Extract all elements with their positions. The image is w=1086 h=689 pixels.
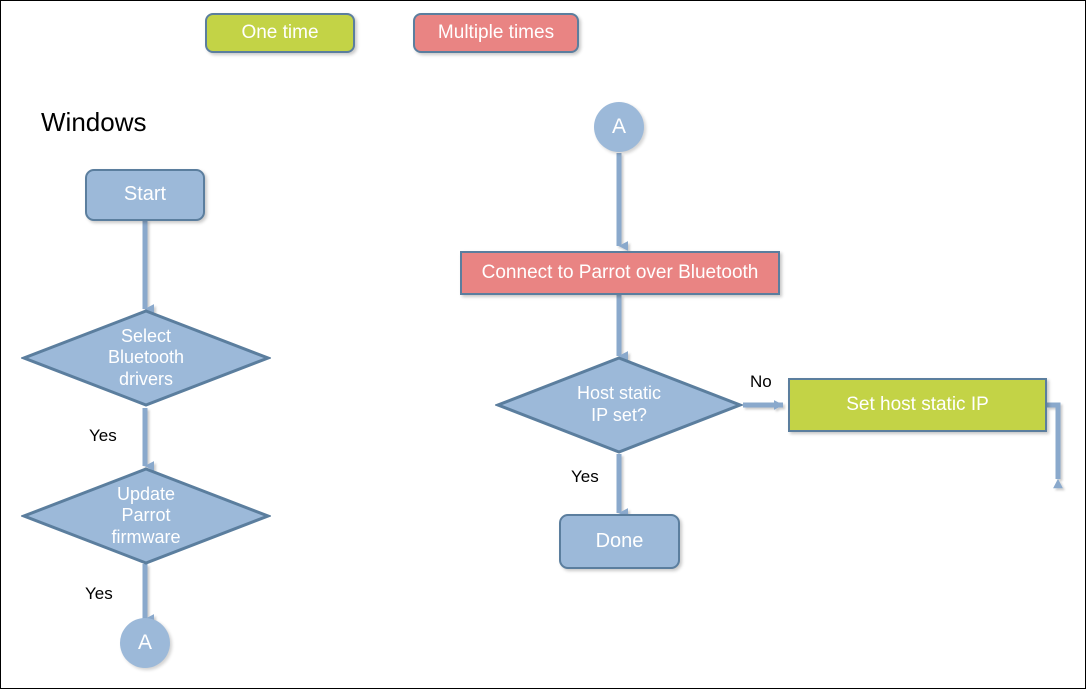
section-title-windows: Windows — [41, 107, 147, 137]
node-connector-a-top-label: A — [611, 114, 626, 138]
edge-label-update-firmware-yes: Yes — [85, 584, 113, 603]
legend-one-time[interactable]: One time — [205, 13, 355, 53]
node-done[interactable]: Done — [559, 514, 680, 569]
node-start[interactable]: Start — [85, 169, 205, 221]
node-host-static-ip-set[interactable]: Host static IP set? — [495, 355, 743, 455]
node-update-parrot-firmware[interactable]: Update Parrot firmware — [21, 466, 271, 566]
edge-set-host-static-ip-return — [1047, 402, 1063, 489]
edge-label-host-static-ip-no: No — [750, 372, 772, 391]
node-done-label: Done — [595, 529, 644, 552]
legend-multiple-times-label: Multiple times — [437, 21, 555, 43]
node-connector-a-top[interactable]: A — [594, 102, 644, 152]
legend-one-time-label: One time — [241, 21, 319, 43]
node-start-label: Start — [123, 183, 167, 206]
node-set-host-static-ip[interactable]: Set host static IP — [788, 378, 1047, 432]
diamond-shape — [21, 467, 271, 565]
node-connect-to-parrot-over-bluetooth-label: Connect to Parrot over Bluetooth — [481, 261, 759, 283]
node-select-bluetooth-drivers-label: Select Bluetooth drivers — [107, 325, 185, 389]
diamond-shape — [495, 356, 743, 454]
node-host-static-ip-set-label: Host static IP set? — [576, 383, 662, 425]
diamond-shape — [21, 309, 271, 407]
node-connector-a-bottom-label: A — [137, 630, 152, 654]
node-connector-a-bottom[interactable]: A — [120, 618, 170, 668]
node-update-parrot-firmware-label: Update Parrot firmware — [111, 483, 181, 547]
node-set-host-static-ip-label: Set host static IP — [846, 393, 989, 415]
edge-label-host-static-ip-yes: Yes — [571, 467, 599, 486]
legend-multiple-times[interactable]: Multiple times — [413, 13, 579, 53]
node-select-bluetooth-drivers[interactable]: Select Bluetooth drivers — [21, 308, 271, 408]
node-connect-to-parrot-over-bluetooth[interactable]: Connect to Parrot over Bluetooth — [460, 251, 780, 295]
edge-label-select-bluetooth-yes: Yes — [89, 426, 117, 445]
